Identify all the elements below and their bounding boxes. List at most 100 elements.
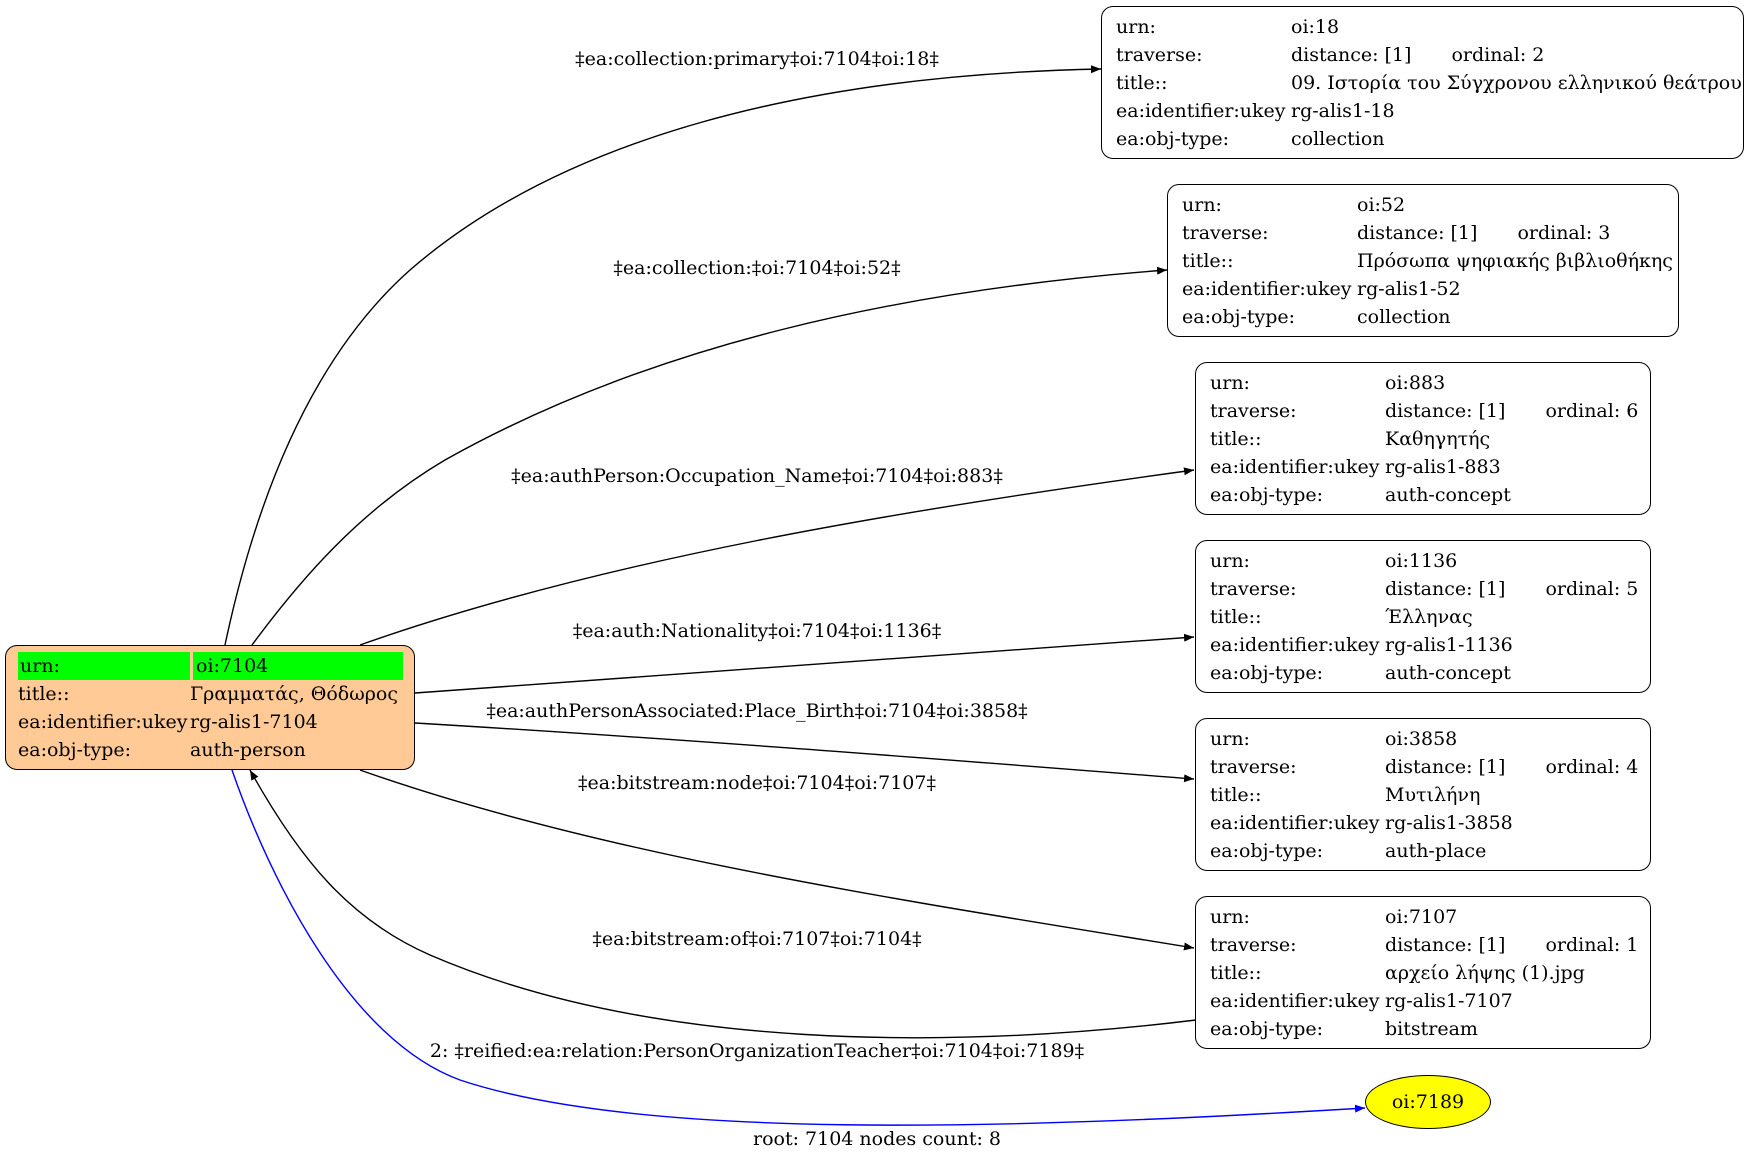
row-type: ea:obj-type: auth-concept [1210,659,1636,687]
row-distance: distance: [1] [1385,756,1506,778]
edge-bitstream-node [359,769,1195,951]
row-key: ea:obj-type: [18,739,132,761]
edge-label-bitstream-node: ‡ea:bitstream:node‡oi:7104‡oi:7107‡ [578,772,936,794]
row-traverse: traverse:distance: [1]ordinal: 1 [1210,931,1639,959]
row-key: title:: [1182,250,1234,272]
edge-reified-teacher [231,769,1366,1126]
row-type: ea:obj-type: auth-concept [1210,481,1636,509]
edge-label-place-birth: ‡ea:authPersonAssociated:Place_Birth‡oi:… [486,700,1028,722]
row-key: ea:obj-type: [1116,128,1230,150]
row-value: Έλληνας [1385,606,1473,628]
node-oi-883[interactable]: urn:oi:883 traverse:distance: [1]ordinal… [1195,362,1651,515]
row-key: urn: [1210,550,1250,572]
row-urn: urn:oi:52 [1182,191,1664,219]
row-urn: urn: oi:1136 [1210,547,1636,575]
row-value: auth-concept [1385,662,1511,684]
row-ordinal: ordinal: 2 [1451,44,1545,66]
node-oi-1136[interactable]: urn:oi:1136 traverse:distance: [1]ordina… [1195,540,1651,693]
graph-footer: root: 7104 nodes count: 8 [752,1128,1002,1150]
row-key: ea:identifier:ukey [18,711,188,733]
row-value: collection [1291,128,1385,150]
edge-label-bitstream-of: ‡ea:bitstream:of‡oi:7107‡oi:7104‡ [592,928,922,950]
row-value: auth-place [1385,840,1487,862]
edge-label-occupation: ‡ea:authPerson:Occupation_Name‡oi:7104‡o… [511,465,1003,487]
row-key: ea:obj-type: [1210,484,1324,506]
row-distance: distance: [1] [1291,44,1412,66]
row-key: ea:identifier:ukey [1210,456,1380,478]
root-node[interactable]: urn: oi:7104 title:: Γραμματάς, Θόδωρος … [5,645,415,770]
row-value: rg-alis1-18 [1291,100,1395,122]
node-oi-52[interactable]: urn:oi:52 traverse: distance: [1] ordinal:… [1167,184,1679,337]
row-traverse: traverse: distance: [1] ordinal: 3 [1182,219,1664,247]
edge-label-reified-teacher: 2: ‡reified:ea:relation:PersonOrganizati… [429,1040,1085,1062]
row-key: urn: [1210,728,1250,750]
row-type: ea:obj-type:collection [1182,303,1664,331]
edge-place-birth [414,722,1195,783]
row-key: ea:identifier:ukey [1210,990,1380,1012]
row-key: urn: [1116,16,1156,38]
row-ordinal: ordinal: 6 [1545,400,1639,422]
edge-bitstream-of [249,769,1197,1039]
row-title: title::Μυτιλήνη [1210,781,1636,809]
row-value: rg-alis1-7107 [1385,990,1513,1012]
row-key: ea:obj-type: [1210,1018,1324,1040]
row-ordinal: ordinal: 1 [1545,934,1639,956]
row-value: oi:7107 [1385,906,1458,928]
row-traverse: traverse: distance: [1] ordinal: 2 [1116,41,1729,69]
row-value: oi:883 [1385,372,1446,394]
row-type: ea:obj-type:bitstream [1210,1015,1636,1043]
row-value: 09. Ιστορία του Σύγχρονου ελληνικού θεάτ… [1291,72,1742,94]
row-title: title::Έλληνας [1210,603,1636,631]
row-key: title:: [18,683,70,705]
row-distance: distance: [1] [1357,222,1478,244]
row-key: urn: [18,652,190,680]
row-value: auth-person [190,739,306,761]
row-key: traverse: [1182,222,1269,244]
row-value: oi:18 [1291,16,1340,38]
row-ordinal: ordinal: 5 [1545,578,1639,600]
edge-collection [251,266,1168,646]
node-oi-3858[interactable]: urn:oi:3858 traverse:distance: [1]ordina… [1195,718,1651,871]
row-value: oi:1136 [1385,550,1458,572]
row-urn: urn:oi:7107 [1210,903,1636,931]
row-key: ea:identifier:ukey [1210,812,1380,834]
row-type: ea:obj-type: collection [1116,125,1729,153]
row-key: traverse: [1116,44,1203,66]
row-value: rg-alis1-1136 [1385,634,1513,656]
root-row-ukey: ea:identifier:ukey rg-alis1-7104 [18,708,402,736]
row-key: ea:identifier:ukey [1182,278,1352,300]
row-value: αρχείο λήψης (1).jpg [1385,962,1585,984]
row-key: title:: [1210,606,1262,628]
row-key: ea:obj-type: [1182,306,1296,328]
row-value: oi:3858 [1385,728,1458,750]
row-value: auth-concept [1385,484,1511,506]
row-distance: distance: [1] [1385,934,1506,956]
row-urn: urn: oi:18 [1116,13,1729,41]
row-value: Καθηγητής [1385,428,1491,450]
row-ordinal: ordinal: 3 [1517,222,1611,244]
node-oi-7189[interactable]: oi:7189 [1365,1075,1491,1129]
edge-label-nationality: ‡ea:auth:Nationality‡oi:7104‡oi:1136‡ [572,620,942,642]
row-key: title:: [1210,784,1262,806]
edge-label-collection-primary: ‡ea:collection:primary‡oi:7104‡oi:18‡ [575,48,939,70]
row-title: title::αρχείο λήψης (1).jpg [1210,959,1636,987]
row-value: Γραμματάς, Θόδωρος [190,683,398,705]
row-key: ea:identifier:ukey [1116,100,1286,122]
node-oi-7107[interactable]: urn:oi:7107 traverse:distance: [1]ordina… [1195,896,1651,1049]
row-value: rg-alis1-3858 [1385,812,1513,834]
root-row-type: ea:obj-type: auth-person [18,736,402,764]
edge-nationality [414,633,1195,694]
row-key: ea:obj-type: [1210,662,1324,684]
node-oi-18[interactable]: urn: oi:18 traverse: distance: [1] ordinal:… [1101,6,1744,159]
row-key: title:: [1210,962,1262,984]
row-value: Μυτιλήνη [1385,784,1481,806]
row-value: rg-alis1-883 [1385,456,1501,478]
edge-collection-primary [224,65,1102,646]
edge-occupation [359,467,1195,646]
row-urn: urn: oi:3858 [1210,725,1636,753]
